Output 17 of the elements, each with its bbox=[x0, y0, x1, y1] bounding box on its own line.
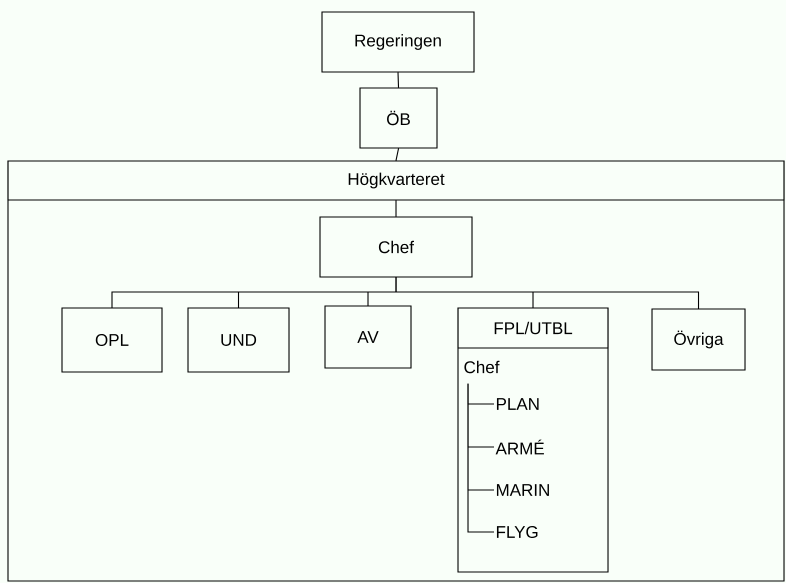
unit-label: PLAN bbox=[496, 398, 539, 410]
connector-line bbox=[395, 148, 400, 161]
unit-label: Chef bbox=[464, 360, 500, 374]
unit-label: ARMÉ bbox=[496, 440, 544, 454]
unit-label: MARIN bbox=[496, 484, 549, 496]
org-box: ÖB bbox=[359, 87, 438, 149]
connector-line bbox=[397, 72, 400, 88]
org-box: UND bbox=[187, 307, 290, 373]
connector-line bbox=[395, 278, 700, 308]
connector-line bbox=[467, 384, 494, 533]
unit-label: FLYG bbox=[496, 526, 538, 538]
org-box: Övriga bbox=[651, 308, 746, 371]
org-box: Chef bbox=[319, 216, 473, 278]
org-box: Regeringen bbox=[321, 11, 475, 73]
connector-line bbox=[395, 200, 397, 216]
org-box: AV bbox=[324, 305, 412, 369]
org-box: OPL bbox=[61, 307, 163, 373]
